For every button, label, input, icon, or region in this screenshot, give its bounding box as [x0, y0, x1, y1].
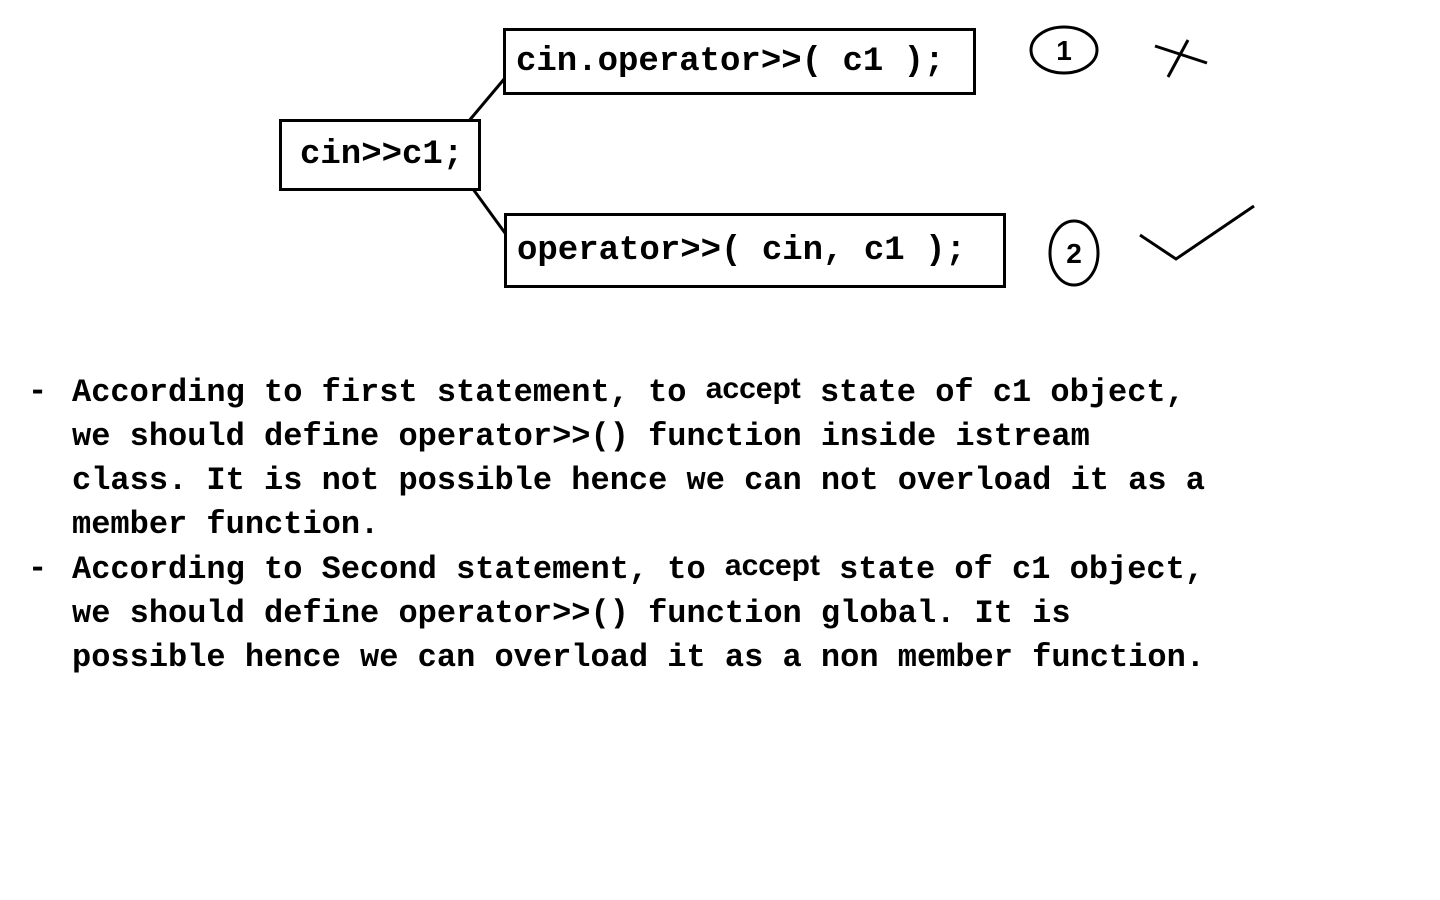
handwritten-word: accept — [705, 372, 801, 405]
note-line: class. It is not possible hence we can n… — [72, 462, 1205, 499]
marker-1-label: 1 — [1056, 35, 1072, 66]
note-text: According to Second statement, to — [72, 551, 725, 588]
marker-1: 1 — [1029, 25, 1099, 75]
note-line: According to Second statement, to accept… — [72, 547, 1205, 592]
note-line: member function. — [72, 506, 380, 543]
root-statement-box: cin>>c1; — [279, 119, 481, 191]
note-bullet: - — [28, 550, 48, 587]
explanation-notes: - According to first statement, to accep… — [28, 370, 1418, 680]
note-line: possible hence we can overload it as a n… — [72, 639, 1205, 676]
member-call-box: cin.operator>>( c1 ); — [503, 28, 976, 95]
check-mark-icon — [1139, 204, 1255, 261]
member-call: cin.operator>>( c1 ); — [516, 42, 945, 81]
note-second-statement: - According to Second statement, to acce… — [28, 547, 1418, 680]
note-bullet: - — [28, 373, 48, 410]
cross-mark-icon — [1154, 39, 1208, 78]
root-statement: cin>>c1; — [300, 136, 464, 174]
marker-2-label: 2 — [1066, 238, 1082, 269]
note-line: According to first statement, to accept … — [72, 370, 1205, 415]
note-text: According to first statement, to — [72, 374, 706, 411]
note-first-statement: - According to first statement, to accep… — [28, 370, 1418, 547]
global-call: operator>>( cin, c1 ); — [517, 231, 966, 270]
marker-2: 2 — [1048, 219, 1100, 287]
note-line: we should define operator>>() function i… — [72, 418, 1090, 455]
handwritten-word: accept — [724, 549, 820, 582]
note-line: we should define operator>>() function g… — [72, 595, 1071, 632]
global-call-box: operator>>( cin, c1 ); — [504, 213, 1006, 288]
note-text: state of c1 object, — [800, 374, 1185, 411]
note-text: state of c1 object, — [819, 551, 1205, 588]
